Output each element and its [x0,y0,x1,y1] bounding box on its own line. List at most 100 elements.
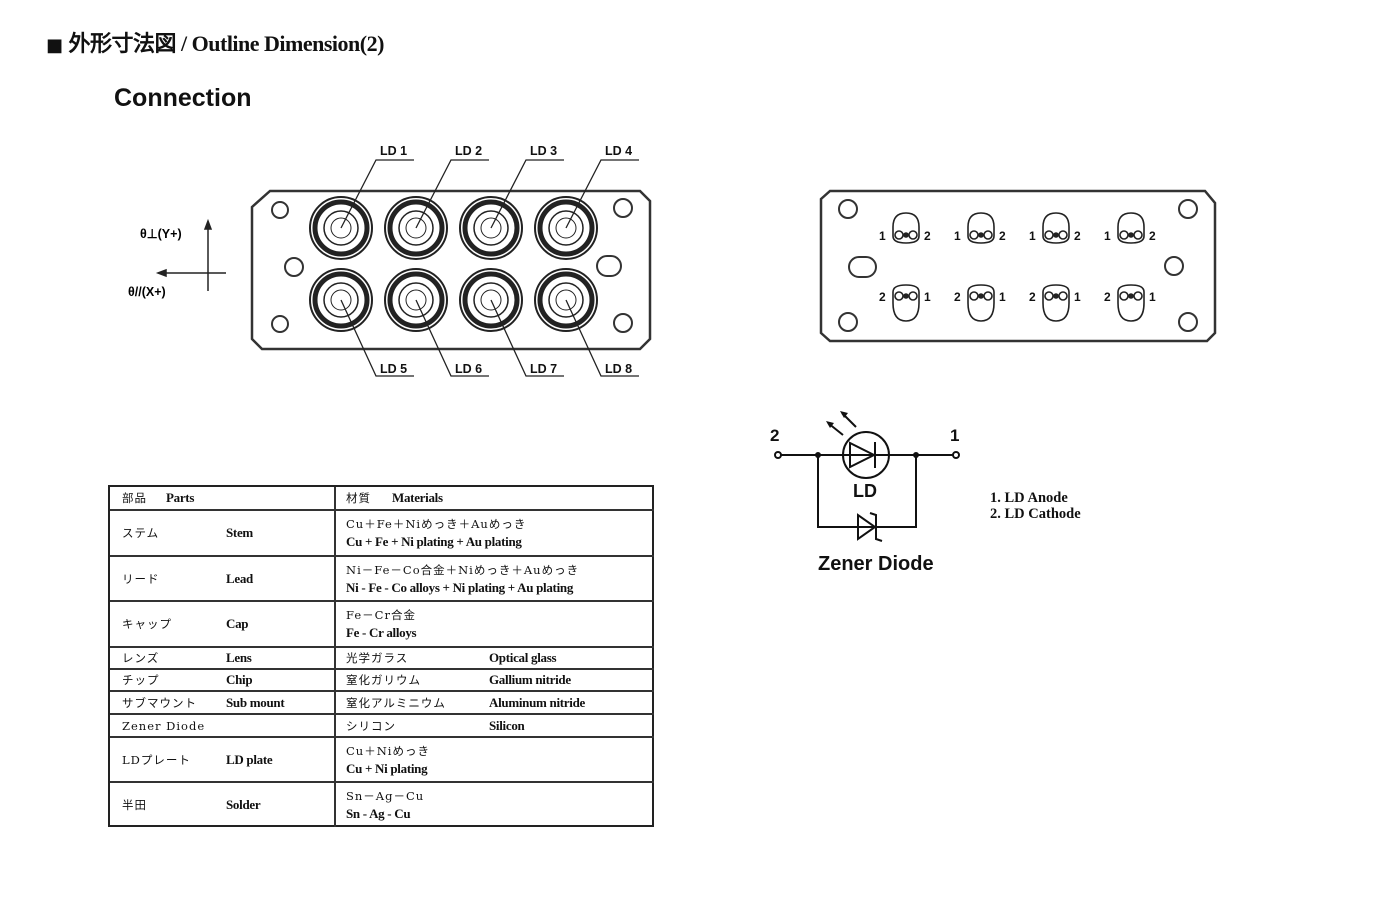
ld-can [534,196,598,260]
ld-label-top: LD 4 [605,144,632,158]
header-materials-jp: 材質 [346,491,371,505]
ld-label-top: LD 1 [380,144,407,158]
ld-symbol-circle [842,431,890,479]
part-en: Cap [226,616,249,631]
leader-line [340,299,414,377]
pin-group-top [892,212,920,244]
part-jp: キャップ [122,617,172,631]
table-row: キャップ Cap [110,602,336,648]
ld-can [534,268,598,332]
legend-item: 2. LD Cathode [990,506,1081,522]
ld-can [309,268,373,332]
header-parts-en: Parts [166,490,195,505]
zener-bar [869,512,883,542]
ld-label-top: LD 3 [530,144,557,158]
pin-number: 2 [954,290,961,304]
package-outline [819,189,1217,343]
table-header-parts: 部品 Parts [110,487,336,511]
part-en: Lens [226,650,252,665]
table-row: レンズ Lens [110,648,336,670]
section-title: Connection [114,84,252,112]
table-header-materials: 材質 Materials [336,487,654,511]
table-row: Ni－Fe－Co合金＋Niめっき＋Auめっき Ni - Fe - Co alloy… [336,557,654,602]
pin-number: 2 [1104,290,1111,304]
part-en: Chip [226,672,253,687]
part-jp: ステム [122,526,160,540]
material-en: Ni - Fe - Co alloys + Ni plating + Au pl… [346,579,574,595]
title-en: / Outline Dimension(2) [176,31,384,56]
leader-line [565,159,639,229]
pin-number: 2 [1074,229,1081,243]
part-jp: Zener Diode [122,718,206,733]
ld-label: LD [853,481,877,501]
leader-line [490,299,564,377]
material-en: Fe - Cr alloys [346,625,417,640]
junction [815,452,821,458]
mount-hole [1164,256,1184,276]
ld-can [459,268,523,332]
mount-hole [271,201,289,219]
material-jp: Cu＋Niめっき [346,743,430,758]
front-view-diagram: LD 1 LD 2 LD 3 LD 4 LD 5 LD 6 LD 7 LD 8 … [128,144,652,377]
part-en: Solder [226,797,261,812]
mount-hole [271,315,289,333]
part-jp: リード [122,571,160,586]
pin-number: 2 [1029,290,1036,304]
table-row: ステム Stem [110,511,336,557]
pin-number: 1 [924,290,931,304]
pin-number: 1 [879,229,886,243]
pin-number: 2 [1149,229,1156,243]
header-materials-en: Materials [392,490,443,505]
legend-item: 1. LD Anode [990,490,1068,506]
material-en: Silicon [489,717,525,733]
axis-y-arrow [203,218,213,230]
material-en: Gallium nitride [489,672,571,687]
pin-number: 1 [954,229,961,243]
material-jp: Ni－Fe－Co合金＋Niめっき＋Auめっき [346,562,580,577]
pin-number: 1 [999,290,1006,304]
circuit-pin-label: 2 [770,426,779,445]
table-row: 窒化ガリウム Gallium nitride [336,670,654,692]
ld-label-bottom: LD 7 [530,362,557,376]
ld-label-bottom: LD 6 [455,362,482,376]
arrow-head [826,421,834,428]
mount-hole [284,257,304,277]
table-row: LDプレート LD plate [110,738,336,783]
leader-line [415,159,489,229]
circuit-schematic: 2 1 LD Zener Diode [770,411,960,575]
materials-table: 部品 Parts 材質 Materials ステム Stem Cu＋Fe＋Niめ… [108,485,654,827]
ld-diode-triangle [849,441,877,469]
pin-group-top [1042,212,1070,244]
material-jp: Cu＋Fe＋Niめっき＋Auめっき [346,517,527,531]
page-title: ■外形寸法図 / Outline Dimension(2) [46,26,384,58]
table-row: 窒化アルミニウム Aluminum nitride [336,692,654,715]
ld-label-bottom: LD 5 [380,362,407,376]
title-jp: 外形寸法図 [68,31,177,56]
part-en: Lead [226,570,253,586]
material-en: Cu + Fe + Ni plating + Au plating [346,534,522,549]
header-parts-jp: 部品 [122,491,147,505]
mount-hole [1178,199,1198,219]
material-jp: Fe－Cr合金 [346,608,416,622]
pin-legend: 1. LD Anode 2. LD Cathode [990,490,1081,522]
pin-group-bottom [892,284,920,322]
package-outline [250,189,652,351]
material-en: Sn - Ag - Cu [346,806,411,821]
part-jp: LDプレート [122,752,191,767]
table-row: Zener Diode [110,715,336,738]
part-jp: レンズ [122,651,160,665]
ld-label-bottom: LD 8 [605,362,632,376]
ld-can [309,196,373,260]
pin-number: 2 [999,229,1006,243]
table-row: Cu＋Fe＋Niめっき＋Auめっき Cu + Fe + Ni plating + … [336,511,654,557]
junction [913,452,919,458]
ld-can [459,196,523,260]
table-row: 半田 Solder [110,783,336,827]
part-en: Stem [226,525,253,540]
material-jp: シリコン [346,718,396,733]
mount-hole [838,199,858,219]
ld-can [384,196,448,260]
table-row: Fe－Cr合金 Fe - Cr alloys [336,602,654,648]
material-en: Optical glass [489,650,557,665]
